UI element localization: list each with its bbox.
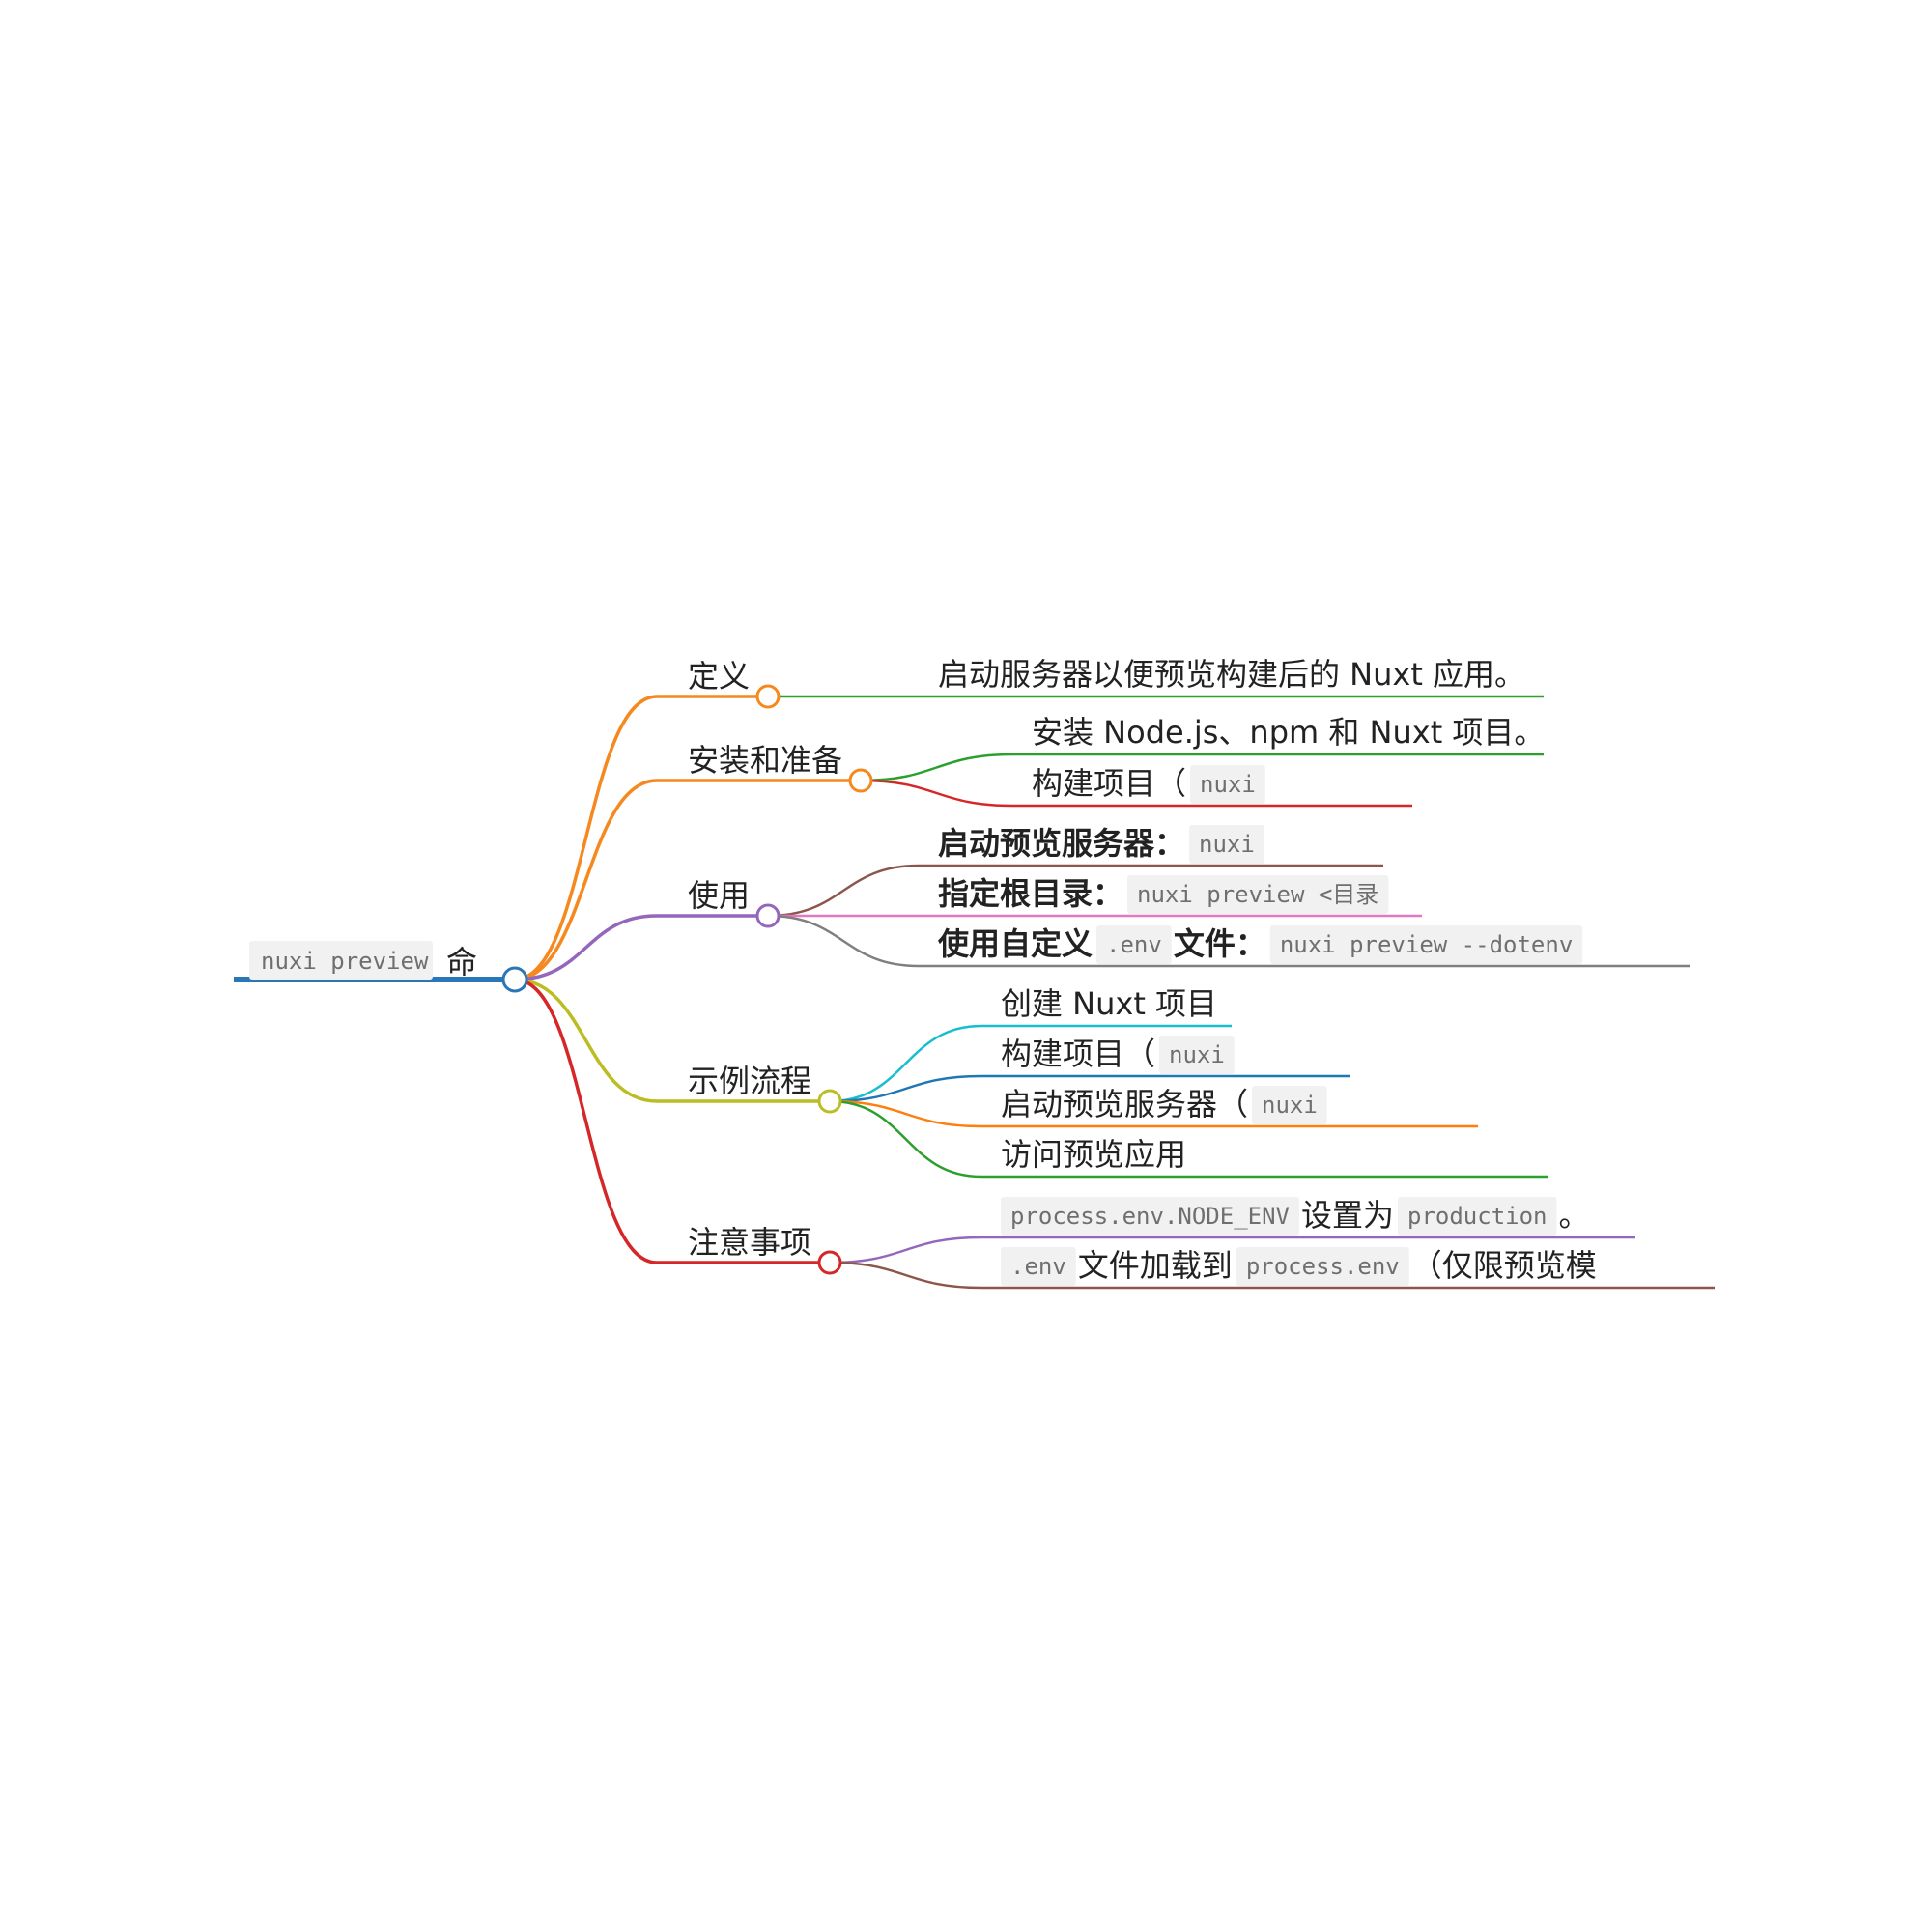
child-code-bg	[1398, 1197, 1557, 1236]
child-code-bg	[1001, 1247, 1076, 1286]
child-text: 启动预览服务器：	[938, 825, 1185, 862]
child-code-text: nuxi	[1169, 1041, 1225, 1068]
child-code-bg	[1236, 1247, 1409, 1286]
child-node[interactable]: .env 文件加载到 process.env （仅限预览模	[1001, 1247, 1597, 1286]
child-code-bg	[1001, 1197, 1299, 1236]
branch-collapse-toggle[interactable]	[817, 1089, 842, 1114]
child-code-text: process.env	[1246, 1253, 1400, 1280]
child-connector	[829, 1236, 982, 1264]
child-code-bg	[1252, 1086, 1327, 1124]
branch-label[interactable]: 示例流程	[688, 1063, 811, 1099]
child-code-bg	[1190, 765, 1265, 804]
branch-label[interactable]: 安装和准备	[688, 742, 842, 779]
child-text: 访问预览应用	[1001, 1136, 1186, 1173]
child-code-bg	[1096, 925, 1172, 964]
branch-label[interactable]: 使用	[688, 877, 750, 914]
child-text: 启动服务器以便预览构建后的 Nuxt 应用。	[938, 656, 1525, 693]
child-connector	[829, 1261, 982, 1290]
branch-label[interactable]: 注意事项	[688, 1224, 811, 1261]
child-code-text: .env	[1106, 931, 1162, 958]
branch-connector	[514, 695, 658, 981]
child-code-text: nuxi	[1200, 771, 1256, 798]
child-code-bg	[1269, 925, 1583, 964]
child-text: （仅限预览模	[1411, 1247, 1597, 1284]
child-text: 。	[1559, 1197, 1590, 1234]
child-text: 构建项目（	[1032, 765, 1186, 802]
child-node[interactable]: 构建项目（ nuxi	[1001, 1036, 1235, 1074]
child-code-bg	[1189, 825, 1264, 864]
child-connector	[829, 1024, 982, 1103]
child-code-text: nuxi preview --dotenv	[1280, 931, 1573, 958]
child-code-bg	[1127, 875, 1389, 914]
child-text: 设置为	[1301, 1197, 1394, 1234]
branch-connector	[514, 978, 658, 1264]
root-code-text: nuxi preview	[261, 948, 429, 975]
child-text: 启动预览服务器（	[1001, 1086, 1248, 1122]
child-code-text: process.env.NODE_ENV	[1010, 1203, 1290, 1230]
child-text: 安装 Node.js、npm 和 Nuxt 项目。	[1032, 714, 1545, 751]
child-code-text: nuxi preview <目录	[1137, 881, 1378, 908]
branch-connector	[514, 779, 658, 981]
child-node[interactable]: 构建项目（ nuxi	[1032, 765, 1265, 804]
child-node[interactable]: 使用自定义 .env 文件： nuxi preview --dotenv	[937, 925, 1583, 964]
child-text: 构建项目（	[1001, 1036, 1155, 1072]
root-collapse-toggle[interactable]	[501, 966, 528, 993]
branch-collapse-toggle[interactable]	[755, 684, 781, 709]
branch-connector	[514, 914, 658, 981]
connector-layer	[234, 695, 1715, 1290]
child-text: 指定根目录：	[938, 875, 1123, 912]
child-code-text: production	[1407, 1203, 1548, 1230]
branch-collapse-toggle[interactable]	[817, 1250, 842, 1275]
child-text: 文件加载到	[1078, 1247, 1233, 1284]
child-text: 文件：	[1174, 925, 1266, 962]
root-title-text: 命	[446, 944, 477, 980]
child-connector	[860, 753, 1013, 782]
child-node[interactable]: 启动预览服务器（ nuxi	[1001, 1086, 1327, 1124]
child-node[interactable]: 创建 Nuxt 项目	[1001, 985, 1217, 1022]
child-node[interactable]: 启动预览服务器： nuxi	[938, 825, 1264, 864]
branch-label[interactable]: 定义	[688, 658, 750, 695]
root-node[interactable]: nuxi preview 命	[249, 941, 477, 980]
child-connector	[829, 1099, 982, 1128]
child-node[interactable]: 安装 Node.js、npm 和 Nuxt 项目。	[1032, 714, 1545, 751]
child-text: 使用自定义	[937, 925, 1093, 962]
root-code-bg	[249, 941, 433, 980]
child-node[interactable]: process.env.NODE_ENV 设置为 production 。	[1001, 1197, 1590, 1236]
child-code-text: nuxi	[1199, 831, 1255, 858]
branch-collapse-toggle[interactable]	[848, 768, 873, 793]
child-connector	[829, 1074, 982, 1103]
child-code-bg	[1159, 1036, 1235, 1074]
child-text: 创建 Nuxt 项目	[1001, 985, 1217, 1022]
child-code-text: .env	[1010, 1253, 1066, 1280]
node-layer: nuxi preview 命 定义 启动服务器以便预览构建后的 Nuxt 应用。安装和…	[249, 656, 1597, 1286]
child-node[interactable]: 启动服务器以便预览构建后的 Nuxt 应用。	[938, 656, 1525, 693]
child-connector	[829, 1099, 982, 1179]
child-code-text: nuxi	[1262, 1092, 1318, 1119]
child-connector	[767, 864, 920, 918]
child-node[interactable]: 指定根目录： nuxi preview <目录	[938, 875, 1389, 914]
child-node[interactable]: 访问预览应用	[1001, 1136, 1186, 1173]
child-connector	[860, 779, 1013, 808]
branch-collapse-toggle[interactable]	[755, 903, 781, 928]
child-connector	[767, 914, 920, 968]
branch-connector	[514, 978, 658, 1103]
